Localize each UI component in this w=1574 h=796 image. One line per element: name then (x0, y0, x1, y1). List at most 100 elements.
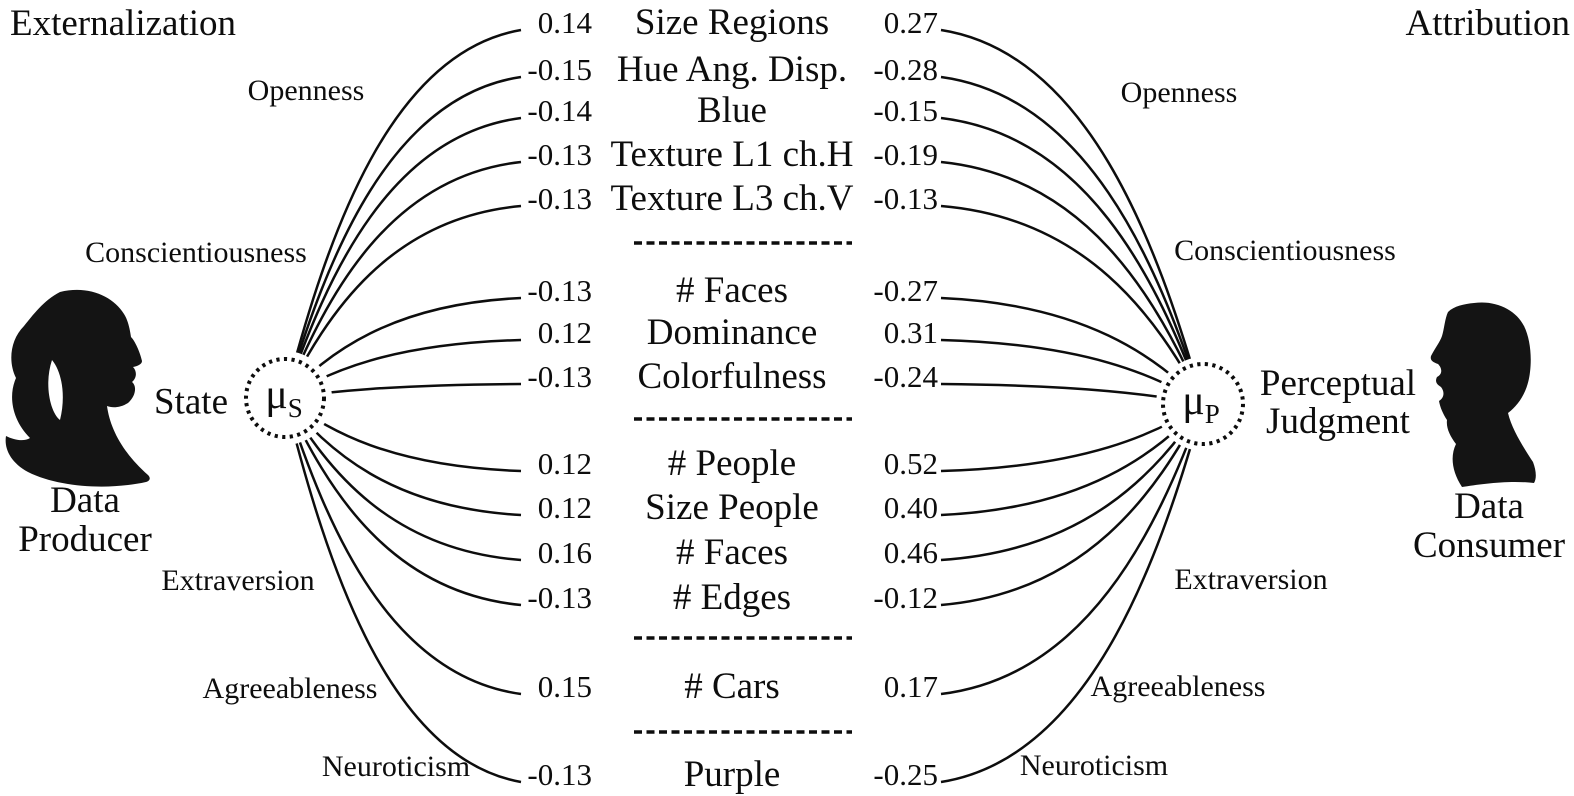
cue-row: -0.13 # Edges -0.12 (0, 573, 1574, 623)
man-silhouette (1430, 302, 1536, 487)
judgment-loading: -0.27 (873, 273, 938, 308)
cue-label: Purple (683, 754, 781, 795)
cue-label: # Cars (684, 666, 780, 707)
state-loading: -0.13 (527, 359, 592, 394)
cue-row: 0.15 # Cars 0.17 (0, 662, 1574, 712)
data-consumer-line1: Data (1454, 486, 1524, 527)
cue-row: -0.13 Colorfulness -0.24 (0, 352, 1574, 402)
cue-label: Blue (697, 90, 767, 131)
state-loading: 0.12 (537, 490, 592, 525)
cue-row: 0.14 Size Regions 0.27 (0, 0, 1574, 48)
state-cue-curve (283, 397, 522, 784)
state-node-symbol: μS (265, 374, 303, 422)
judgment-loading: 0.46 (883, 535, 938, 570)
state-loading: 0.12 (537, 315, 592, 350)
trait-left-openness: Openness (247, 74, 365, 107)
cue-label: Dominance (646, 312, 818, 353)
cue-label: Texture L3 ch.V (610, 178, 854, 219)
state-loading: -0.13 (527, 273, 592, 308)
state-loading: 0.15 (537, 669, 592, 704)
state-cue-curve (283, 75, 522, 399)
cue-row: -0.13 Purple -0.25 (0, 750, 1574, 796)
trait-left-neuroticism: Neuroticism (321, 750, 471, 783)
cue-row: -0.13 Texture L3 ch.V -0.13 (0, 174, 1574, 224)
judgment-loading: -0.25 (873, 757, 938, 792)
cue-row: 0.12 Size People 0.40 (0, 483, 1574, 533)
judgment-loading: -0.15 (873, 93, 938, 128)
trait-right-neuroticism: Neuroticism (1019, 749, 1169, 782)
cue-row: 0.12 # People 0.52 (0, 439, 1574, 489)
judgment-loading: 0.52 (883, 446, 938, 481)
data-consumer-label: Data Consumer (1413, 487, 1565, 565)
state-loading: -0.13 (527, 137, 592, 172)
perceptual-judgment-label: Perceptual Judgment (1260, 365, 1416, 441)
cue-label: Texture L1 ch.H (610, 134, 854, 175)
data-producer-line2: Producer (18, 519, 152, 560)
judgment-loading: -0.28 (873, 52, 938, 87)
judgment-cue-curve (940, 28, 1205, 405)
cue-label: # People (667, 443, 797, 484)
mu-subscript: P (1204, 399, 1220, 430)
judgment-node-circle (1161, 362, 1245, 446)
judgment-loading: 0.27 (883, 5, 938, 40)
externalization-title: Externalization (10, 3, 237, 44)
state-loading: -0.14 (527, 93, 592, 128)
trait-right-conscientiousness: Conscientiousness (1174, 234, 1396, 267)
judgment-loading: 0.40 (883, 490, 938, 525)
cue-row: 0.16 # Faces 0.46 (0, 528, 1574, 578)
state-loading: -0.15 (527, 52, 592, 87)
state-loading: -0.13 (527, 181, 592, 216)
cue-label: # Faces (676, 270, 788, 311)
cue-label: Hue Ang. Disp. (616, 49, 848, 90)
judgment-loading: -0.13 (873, 181, 938, 216)
judgment-cue-curve (940, 160, 1205, 405)
cue-label: Size People (645, 487, 819, 528)
woman-silhouette (5, 289, 150, 487)
cue-label: Size Regions (634, 2, 830, 43)
trait-right-extraversion: Extraversion (1174, 563, 1328, 596)
cue-row: -0.13 Texture L1 ch.H -0.19 (0, 130, 1574, 180)
judgment-cue-curve (940, 116, 1205, 405)
judgment-loading: 0.17 (883, 669, 938, 704)
state-loading: -0.13 (527, 580, 592, 615)
state-loading: 0.12 (537, 446, 592, 481)
judgment-loading: -0.24 (873, 359, 938, 394)
trait-left-agreeableness: Agreeableness (202, 672, 378, 705)
cue-label: # Edges (672, 577, 792, 618)
attribution-title: Attribution (1405, 3, 1570, 44)
cue-row: -0.15 Hue Ang. Disp. -0.28 (0, 45, 1574, 95)
judgment-loading: 0.31 (883, 315, 938, 350)
judgment-loading: -0.19 (873, 137, 938, 172)
state-loading: -0.13 (527, 757, 592, 792)
mu-symbol: μ (1182, 377, 1205, 424)
trait-left-conscientiousness: Conscientiousness (85, 236, 307, 269)
cue-label: # Faces (676, 532, 788, 573)
judgment-loading: -0.12 (873, 580, 938, 615)
judgment-cue-curve (940, 403, 1205, 696)
perceptual-judgment-line2: Judgment (1266, 401, 1410, 442)
cue-row: -0.13 # Faces -0.27 (0, 266, 1574, 316)
cue-label: Colorfulness (637, 356, 827, 397)
state-loading: 0.16 (537, 535, 592, 570)
mu-subscript: S (287, 393, 303, 424)
state-node-circle (244, 357, 326, 439)
state-cue-curve (283, 116, 522, 399)
state-cue-curve (283, 397, 522, 696)
trait-left-extraversion: Extraversion (161, 564, 315, 597)
state-cue-curve (283, 28, 522, 399)
state-loading: 0.14 (537, 5, 592, 40)
cue-row: 0.12 Dominance 0.31 (0, 308, 1574, 358)
judgment-node-symbol: μP (1182, 380, 1220, 428)
data-consumer-line2: Consumer (1412, 525, 1566, 566)
judgment-cue-curve (940, 403, 1205, 784)
perceptual-judgment-line1: Perceptual (1259, 363, 1417, 404)
state-label: State (154, 381, 228, 423)
data-producer-line1: Data (50, 480, 120, 521)
mu-symbol: μ (265, 371, 288, 418)
cue-row: -0.14 Blue -0.15 (0, 86, 1574, 136)
cue-group-separators (634, 241, 852, 734)
judgment-cue-curve (940, 75, 1205, 405)
data-producer-label: Data Producer (18, 481, 152, 559)
